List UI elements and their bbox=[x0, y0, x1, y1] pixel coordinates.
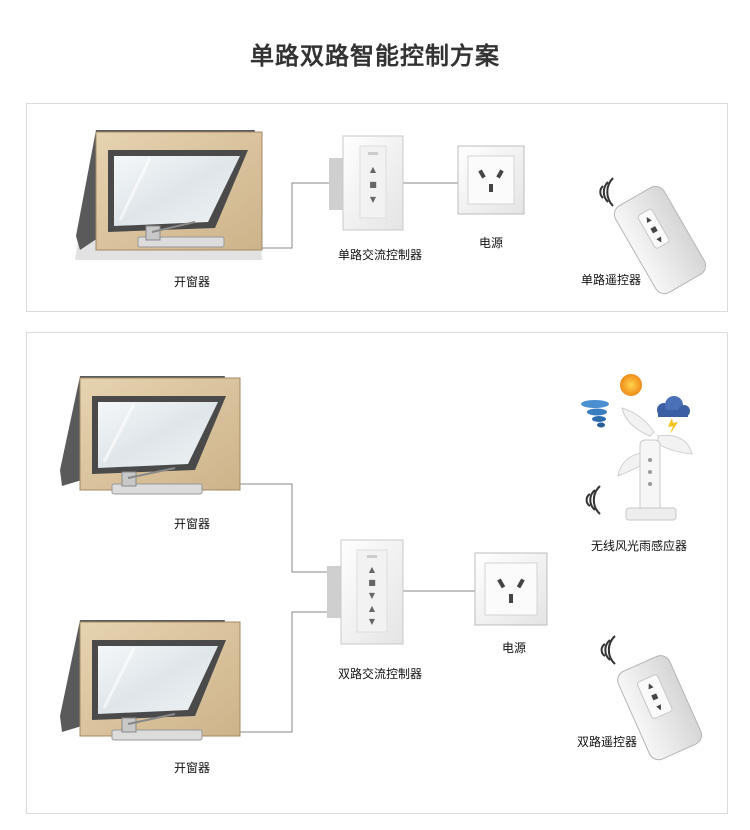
svg-text:▲: ▲ bbox=[369, 604, 376, 613]
sensor-label: 无线风光雨感应器 bbox=[591, 539, 688, 553]
single-connector-lines bbox=[262, 182, 458, 249]
svg-text:▼: ▼ bbox=[370, 195, 377, 204]
wind-light-rain-sensor bbox=[581, 374, 693, 521]
double-controller-label: 双路交流控制器 bbox=[338, 667, 423, 681]
svg-text:▼: ▼ bbox=[369, 617, 376, 626]
single-controller-label: 单路交流控制器 bbox=[338, 248, 423, 262]
double-remote-label: 双路遥控器 bbox=[577, 735, 638, 749]
single-remote: ▲ ■ ▼ bbox=[599, 177, 707, 295]
double-opener-top-label: 开窗器 bbox=[174, 517, 211, 531]
double-power-label: 电源 bbox=[502, 641, 527, 655]
svg-text:■: ■ bbox=[369, 180, 377, 189]
single-power-socket bbox=[457, 145, 525, 215]
double-controller: ▲ ■ ▼ ▲ ▼ bbox=[327, 539, 404, 645]
svg-text:▲: ▲ bbox=[370, 165, 377, 174]
svg-text:▼: ▼ bbox=[656, 235, 665, 245]
svg-text:■: ■ bbox=[650, 692, 659, 702]
double-power-socket bbox=[474, 552, 548, 626]
single-remote-label: 单路遥控器 bbox=[581, 273, 642, 287]
page-title: 单路双路智能控制方案 bbox=[250, 42, 500, 70]
window-opener-double-top bbox=[60, 376, 241, 495]
double-opener-bottom-label: 开窗器 bbox=[174, 761, 211, 775]
window-opener-single bbox=[75, 130, 263, 260]
storm-cloud-icon bbox=[657, 396, 690, 434]
signal-icon bbox=[600, 635, 616, 665]
single-power-label: 电源 bbox=[479, 236, 504, 250]
window-opener-double-bottom bbox=[60, 620, 241, 741]
double-connector-lines bbox=[240, 483, 475, 733]
svg-text:▼: ▼ bbox=[369, 591, 376, 600]
svg-text:▲: ▲ bbox=[369, 565, 376, 574]
double-remote: ▲ ■ ▼ bbox=[600, 635, 703, 761]
svg-text:▲: ▲ bbox=[644, 214, 653, 224]
single-controller: ▲ ■ ▼ bbox=[329, 135, 404, 231]
signal-icon bbox=[585, 485, 601, 515]
svg-text:▲: ▲ bbox=[646, 681, 655, 691]
svg-text:■: ■ bbox=[649, 224, 659, 234]
single-opener-label: 开窗器 bbox=[174, 275, 211, 289]
svg-text:▼: ▼ bbox=[656, 703, 665, 713]
svg-text:■: ■ bbox=[368, 578, 376, 587]
tornado-icon bbox=[581, 400, 609, 428]
